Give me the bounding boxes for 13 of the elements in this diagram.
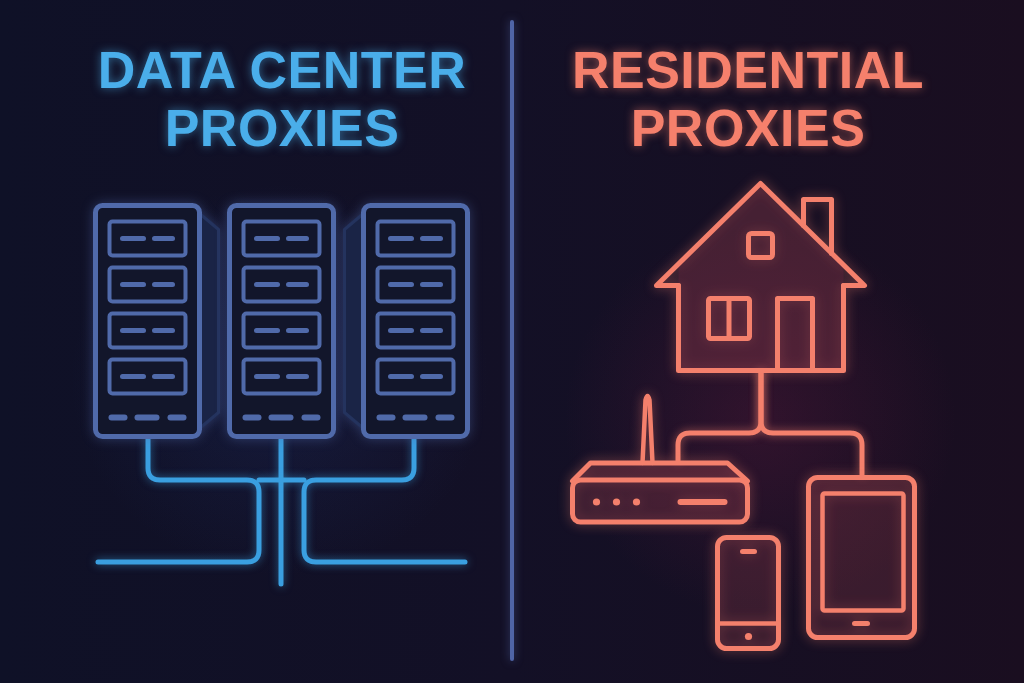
network-line xyxy=(758,370,865,477)
smartphone xyxy=(714,534,781,651)
server-rack xyxy=(92,202,220,439)
network-line xyxy=(95,436,262,565)
house xyxy=(653,180,867,373)
network-line xyxy=(278,436,284,587)
network-line xyxy=(301,436,468,565)
server-rack xyxy=(342,202,470,439)
server-rack xyxy=(226,202,336,439)
tablet xyxy=(805,474,917,640)
network-line xyxy=(256,477,307,483)
section-heading: DATA CENTER PROXIES xyxy=(96,41,468,157)
section-heading: RESIDENTIAL PROXIES xyxy=(570,41,926,157)
